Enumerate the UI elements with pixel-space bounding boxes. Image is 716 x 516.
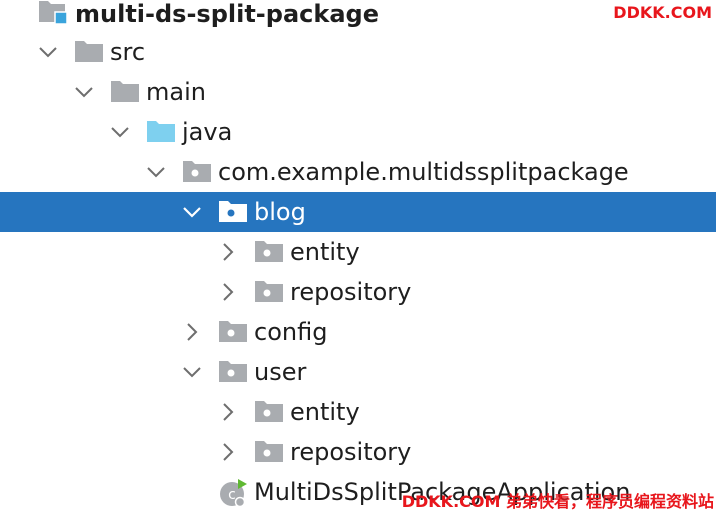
- package-icon: [218, 200, 248, 228]
- folder-icon: [74, 40, 104, 68]
- tree-node-blog-repository[interactable]: repository: [0, 272, 716, 312]
- tree-node-user-entity[interactable]: entity: [0, 392, 716, 432]
- chevron-right-icon[interactable]: [216, 440, 240, 464]
- tree-node-config[interactable]: config: [0, 312, 716, 352]
- tree-node-package[interactable]: com.example.multidssplitpackage: [0, 152, 716, 192]
- watermark-bottom: DDKK.COM 弟弟快看，程序员编程资料站: [401, 492, 714, 511]
- source-folder-icon: [146, 120, 176, 148]
- chevron-down-icon[interactable]: [144, 160, 168, 184]
- package-icon: [182, 160, 212, 188]
- chevron-right-icon[interactable]: [216, 280, 240, 304]
- package-label-repository: repository: [290, 438, 412, 466]
- package-icon: [254, 440, 284, 468]
- tree-node-blog-entity[interactable]: entity: [0, 232, 716, 272]
- package-icon: [254, 280, 284, 308]
- chevron-right-icon[interactable]: [216, 400, 240, 424]
- tree-node-user[interactable]: user: [0, 352, 716, 392]
- package-label-entity: entity: [290, 238, 360, 266]
- tree-node-application-class[interactable]: c MultiDsSplitPackageApplication: [0, 472, 716, 512]
- package-icon: [254, 400, 284, 428]
- chevron-right-icon[interactable]: [216, 240, 240, 264]
- folder-label-src: src: [110, 38, 146, 66]
- module-folder-icon: [38, 0, 68, 30]
- svg-text:c: c: [228, 487, 236, 503]
- package-label-user: user: [254, 358, 307, 386]
- tree-node-src[interactable]: src: [0, 32, 716, 72]
- tree-node-java[interactable]: java: [0, 112, 716, 152]
- tree-node-blog[interactable]: blog: [0, 192, 716, 232]
- package-label-blog: blog: [254, 198, 306, 226]
- tree-node-project-root[interactable]: multi-ds-split-package: [0, 0, 716, 32]
- folder-label-java: java: [182, 118, 233, 146]
- class-label-application: MultiDsSplitPackageApplication: [254, 478, 631, 506]
- package-icon: [254, 240, 284, 268]
- chevron-down-icon[interactable]: [180, 360, 204, 384]
- package-label-repository: repository: [290, 278, 412, 306]
- chevron-down-icon[interactable]: [108, 120, 132, 144]
- tree-node-user-repository[interactable]: repository: [0, 432, 716, 472]
- tree-node-main[interactable]: main: [0, 72, 716, 112]
- package-icon: [218, 360, 248, 388]
- chevron-down-icon[interactable]: [72, 80, 96, 104]
- spring-boot-class-icon: c: [218, 478, 248, 512]
- chevron-right-icon[interactable]: [180, 320, 204, 344]
- package-label-config: config: [254, 318, 328, 346]
- chevron-down-icon[interactable]: [180, 200, 204, 224]
- project-name-label: multi-ds-split-package: [75, 0, 379, 28]
- package-icon: [218, 320, 248, 348]
- watermark-top: DDKK.COM: [613, 3, 712, 22]
- folder-icon: [110, 80, 140, 108]
- package-label: com.example.multidssplitpackage: [218, 158, 629, 186]
- chevron-down-icon[interactable]: [36, 40, 60, 64]
- folder-label-main: main: [146, 78, 206, 106]
- package-label-entity: entity: [290, 398, 360, 426]
